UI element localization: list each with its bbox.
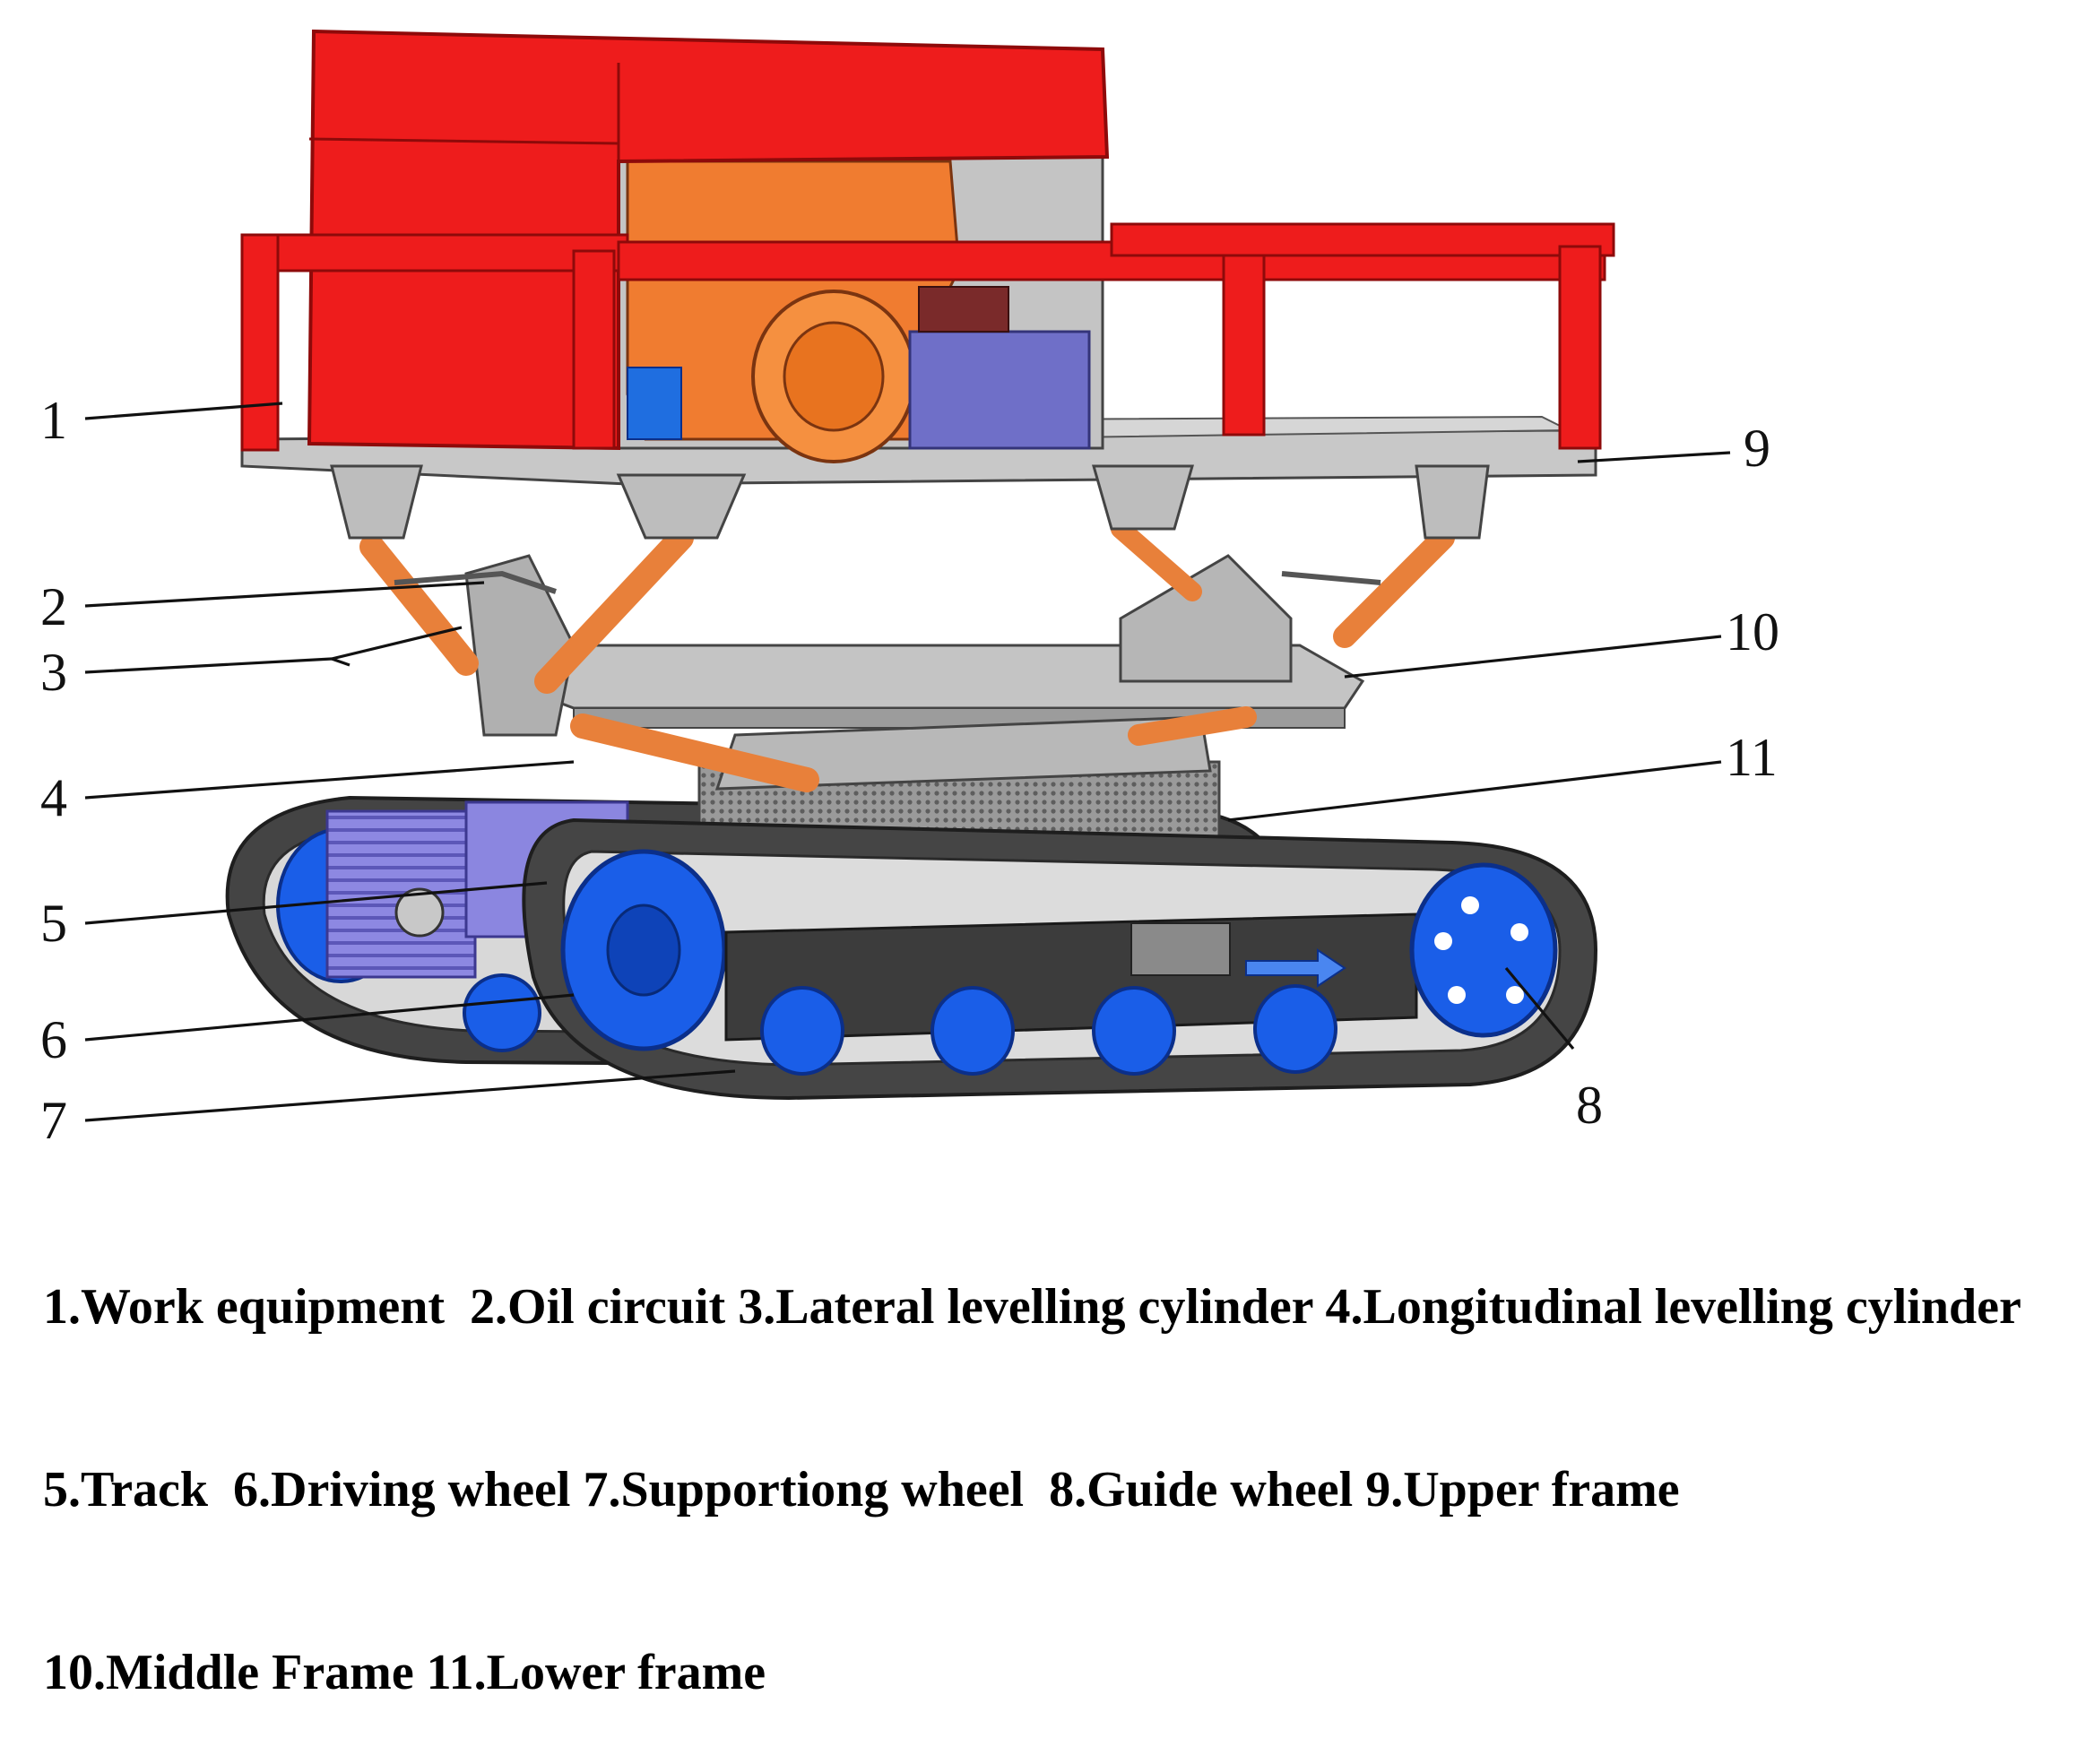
callout-1: 1: [40, 391, 67, 450]
guide-wheel: [1409, 862, 1558, 1038]
track-assembly: [225, 760, 1598, 1101]
callout-labels: 1 2 3 4 5 6 7 8 9 10 11: [40, 391, 1779, 1150]
parts-legend: 1.Work equipment 2.Oil circuit 3.Lateral…: [43, 1154, 2078, 1764]
legend-line-1: 1.Work equipment 2.Oil circuit 3.Lateral…: [43, 1279, 2021, 1335]
hydraulic-box: [908, 330, 1091, 450]
lateral-cylinder-right-b: [1111, 519, 1202, 601]
upper-assembly: [240, 29, 1615, 540]
callout-7: 7: [40, 1091, 67, 1150]
longitudinal-cylinder-right: [1128, 706, 1257, 746]
callout-9: 9: [1744, 419, 1770, 478]
longitudinal-cylinder-left: [570, 713, 819, 792]
legend-line-2: 5.Track 6.Driving wheel 7.Supportiong wh…: [43, 1462, 1680, 1518]
callout-2: 2: [40, 577, 67, 636]
track-side-frame: [724, 912, 1418, 1042]
oil-circuit: [394, 570, 1381, 594]
callout-4: 4: [40, 768, 67, 827]
callout-5: 5: [40, 894, 67, 953]
lateral-cylinder-left-b: [534, 525, 694, 694]
callout-8: 8: [1576, 1076, 1603, 1135]
machine-diagram: 1 2 3 4 5 6 7 8 9 10 11: [40, 29, 1779, 1150]
supporting-wheels: [463, 973, 1337, 1076]
red-rail-left: [240, 233, 629, 272]
callout-6: 6: [40, 1010, 67, 1069]
callout-3: 3: [40, 643, 67, 702]
legend-line-3: 10.Middle Frame 11.Lower frame: [43, 1645, 766, 1700]
callout-10: 10: [1726, 602, 1779, 662]
lateral-cylinder-left-a: [359, 534, 479, 676]
callout-11: 11: [1726, 728, 1778, 787]
leader-lines: [84, 402, 1731, 1122]
lateral-cylinder-right-a: [1333, 526, 1455, 648]
gearbox-left: [325, 809, 477, 979]
middle-frame-assembly: [359, 519, 1455, 792]
